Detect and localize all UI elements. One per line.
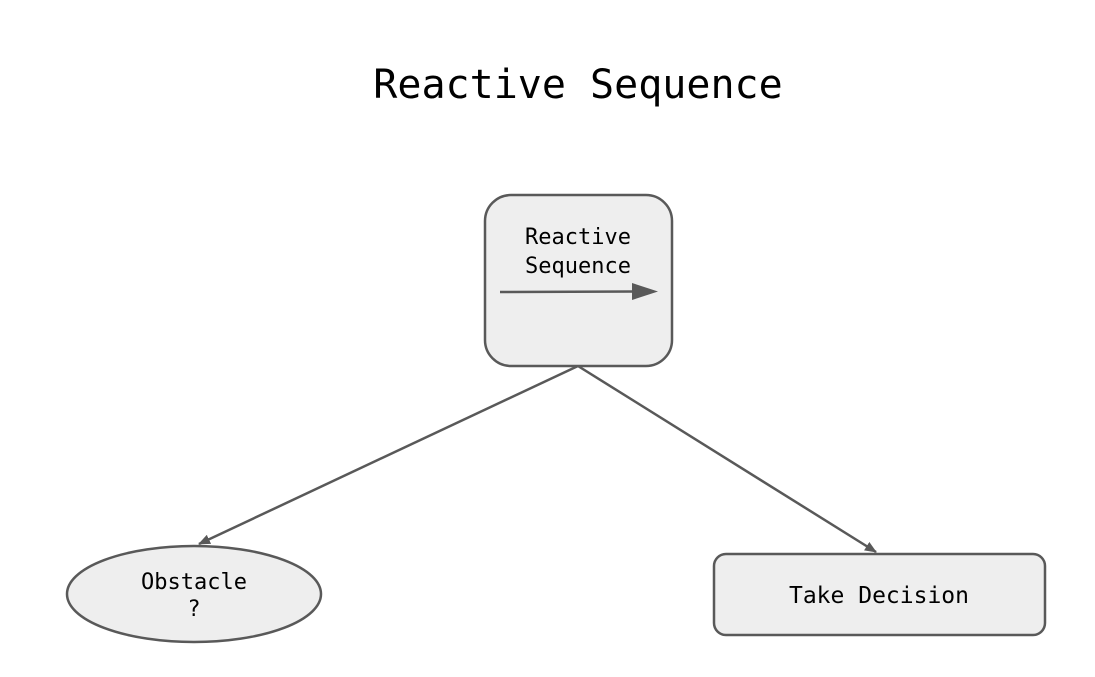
obstacle-condition-node[interactable]: Obstacle ? [65,544,323,644]
obstacle-condition-label-line2: ? [187,597,200,622]
take-decision-action-node[interactable]: Take Decision [712,552,1047,637]
reactive-sequence-node-label-line1: Reactive [525,225,631,250]
reactive-sequence-node-box [483,193,674,368]
edge-root-to-take-decision [577,364,877,554]
obstacle-condition-label-line1: Obstacle [141,570,247,595]
edges [198,364,877,554]
take-decision-action-label: Take Decision [789,583,969,609]
take-decision-action-node-box [712,552,1047,637]
diagram-title: Reactive Sequence [373,62,782,108]
obstacle-condition-node-shape [65,544,323,644]
reactive-sequence-node-label-line2: Sequence [525,254,631,279]
right-arrow-icon [499,283,658,300]
reactive-sequence-node[interactable]: Reactive Sequence [483,193,674,368]
edge-root-to-obstacle [198,364,579,546]
